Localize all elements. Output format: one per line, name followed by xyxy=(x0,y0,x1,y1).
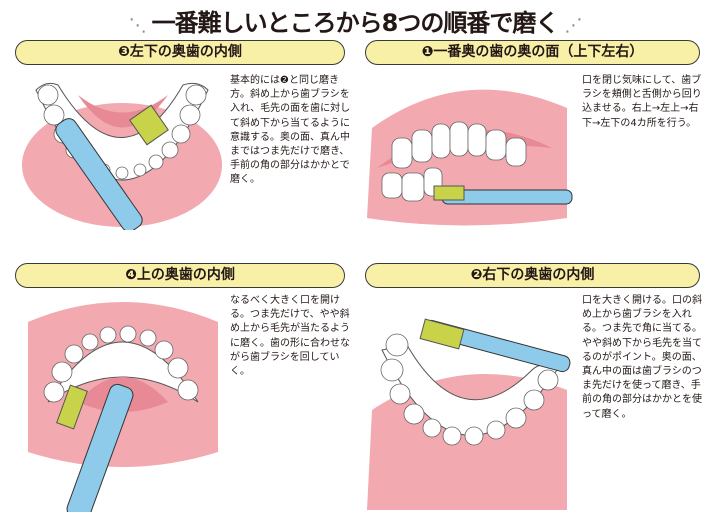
closed-mouth-illustration xyxy=(367,89,573,226)
panel-description: 口を閉じ気味にして、歯ブラシを頬側と舌側から回り込ませる。右上→左上→右下→左下… xyxy=(582,75,702,129)
panel-heading-upper-inner: ❹上の奥歯の内側 xyxy=(15,263,345,288)
page-title: ⋱一番難しいところから8つの順番で磨く⋰ xyxy=(0,3,710,38)
decor-dots-left: ⋱ xyxy=(128,15,147,36)
toothbrush-icon xyxy=(56,383,134,512)
panel-description: なるべく大きく口を開ける。つま先だけで、やや斜め上から毛先が当たるように磨く。歯… xyxy=(230,295,350,378)
toothbrush-icon xyxy=(55,104,169,230)
panel-description: 基本的には❷と同じ磨き方。斜め上から歯ブラシを入れ、毛先の面を歯に対して斜め下か… xyxy=(230,75,351,186)
upper-jaw-illustration xyxy=(28,302,218,512)
panel-description: 口を大きく開ける。口の斜め上から歯ブラシを入れる。つま先で角に当てる。やや斜め下… xyxy=(582,295,702,420)
decor-dots-right: ⋰ xyxy=(564,15,582,36)
lower-jaw-open-illustration xyxy=(367,318,571,510)
panel-heading-lower-left-inner: ❸左下の奥歯の内側 xyxy=(15,40,345,65)
panel-heading-back-surface: ❶一番奥の歯の奥の面（上下左右） xyxy=(365,40,700,65)
toothbrush-icon xyxy=(433,185,573,205)
toothbrush-icon xyxy=(419,318,571,373)
panel-heading-lower-right-inner: ❷右下の奥歯の内側 xyxy=(365,263,700,288)
title-text: 一番難しいところから8つの順番で磨く xyxy=(151,9,560,37)
lower-jaw-illustration xyxy=(22,82,222,230)
